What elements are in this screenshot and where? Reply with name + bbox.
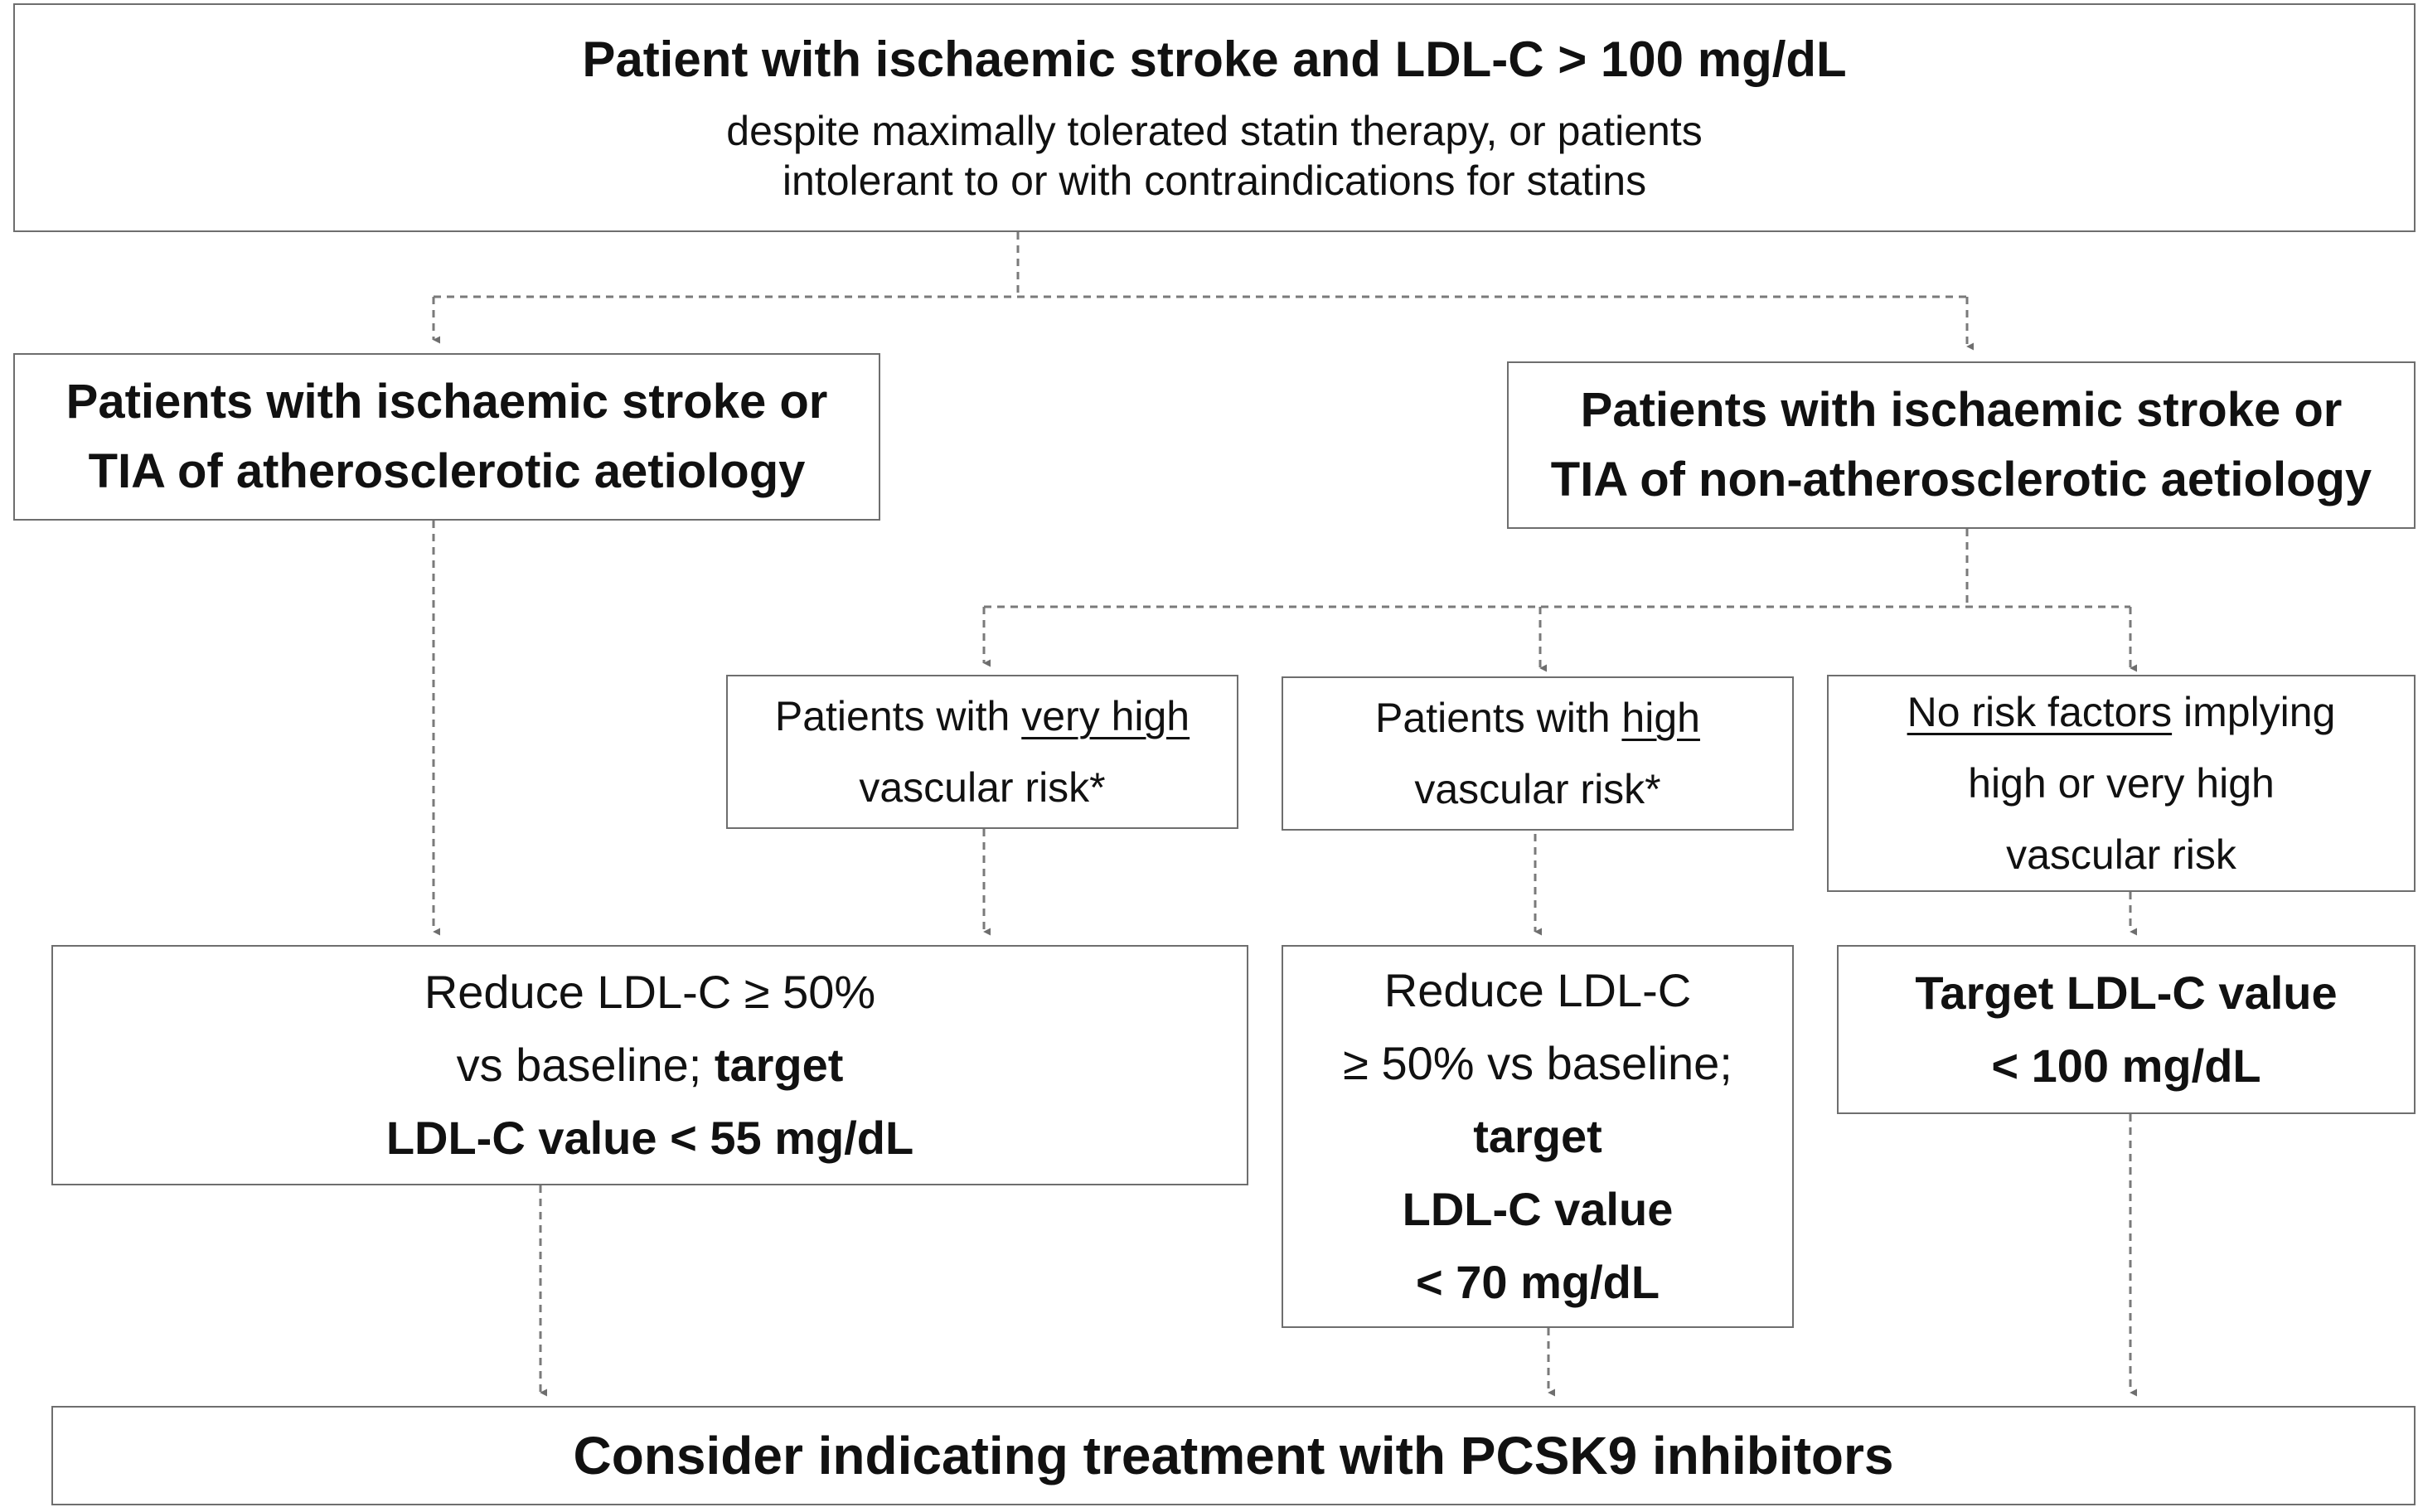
no-risk-line1: No risk factors implying bbox=[1907, 676, 2336, 748]
target-55-line2-plain: vs baseline; bbox=[456, 1039, 715, 1091]
no-risk-suffix: implying bbox=[2172, 689, 2336, 735]
very-high-risk-emphasis: very high bbox=[1021, 693, 1190, 739]
target-55-line3: LDL-C value < 55 mg/dL bbox=[385, 1112, 914, 1164]
non-atherosclerotic-box: Patients with ischaemic stroke or TIA of… bbox=[1507, 361, 2416, 529]
target-70-line1: Reduce LDL-C bbox=[1383, 964, 1692, 1016]
target-70-line2: ≥ 50% vs baseline; bbox=[1343, 1037, 1732, 1089]
non-atherosclerotic-line2: TIA of non-atherosclerotic aetiology bbox=[1550, 453, 2372, 506]
high-risk-line2: vascular risk* bbox=[1414, 766, 1661, 812]
target-55-line2: vs baseline; target bbox=[457, 1029, 844, 1102]
target-70-line4: LDL-C value bbox=[1402, 1183, 1674, 1235]
high-risk-emphasis: high bbox=[1621, 695, 1700, 741]
top-box-title: Patient with ischaemic stroke and LDL-C … bbox=[582, 31, 1847, 87]
target-70-line5: < 70 mg/dL bbox=[1415, 1256, 1660, 1308]
atherosclerotic-line1: Patients with ischaemic stroke or bbox=[65, 375, 828, 429]
final-box: Consider indicating treatment with PCSK9… bbox=[51, 1406, 2416, 1505]
very-high-risk-box: Patients with very high vascular risk* bbox=[726, 675, 1238, 829]
final-box-text: Consider indicating treatment with PCSK9… bbox=[573, 1426, 1894, 1485]
high-risk-prefix: Patients with bbox=[1375, 695, 1622, 741]
no-risk-line2: high or very high bbox=[1968, 760, 2275, 807]
target-55-line2-bold: target bbox=[714, 1039, 844, 1091]
top-box: Patient with ischaemic stroke and LDL-C … bbox=[13, 3, 2416, 232]
atherosclerotic-box: Patients with ischaemic stroke or TIA of… bbox=[13, 353, 880, 521]
high-risk-line1: Patients with high bbox=[1375, 682, 1700, 754]
top-box-subtitle-line1: despite maximally tolerated statin thera… bbox=[726, 107, 1703, 154]
no-risk-box: No risk factors implying high or very hi… bbox=[1827, 675, 2416, 892]
top-box-subtitle-line2: intolerant to or with contraindications … bbox=[782, 157, 1647, 204]
target-100-line2: < 100 mg/dL bbox=[1991, 1040, 2261, 1092]
very-high-risk-line1: Patients with very high bbox=[775, 681, 1190, 752]
target-100-box: Target LDL-C value < 100 mg/dL bbox=[1837, 945, 2416, 1114]
target-70-line3: target bbox=[1473, 1110, 1602, 1162]
no-risk-emphasis: No risk factors bbox=[1907, 689, 2173, 735]
target-55-box: Reduce LDL-C ≥ 50% vs baseline; target L… bbox=[51, 945, 1248, 1185]
target-55-line1: Reduce LDL-C ≥ 50% bbox=[424, 966, 876, 1018]
very-high-risk-line2: vascular risk* bbox=[859, 764, 1106, 811]
target-100-line1: Target LDL-C value bbox=[1915, 967, 2338, 1019]
very-high-risk-prefix: Patients with bbox=[774, 693, 1022, 739]
non-atherosclerotic-line1: Patients with ischaemic stroke or bbox=[1580, 383, 2343, 437]
no-risk-line3: vascular risk bbox=[2006, 831, 2236, 878]
high-risk-box: Patients with high vascular risk* bbox=[1282, 676, 1794, 831]
target-70-box: Reduce LDL-C ≥ 50% vs baseline; target L… bbox=[1282, 945, 1794, 1328]
atherosclerotic-line2: TIA of atherosclerotic aetiology bbox=[88, 444, 806, 498]
